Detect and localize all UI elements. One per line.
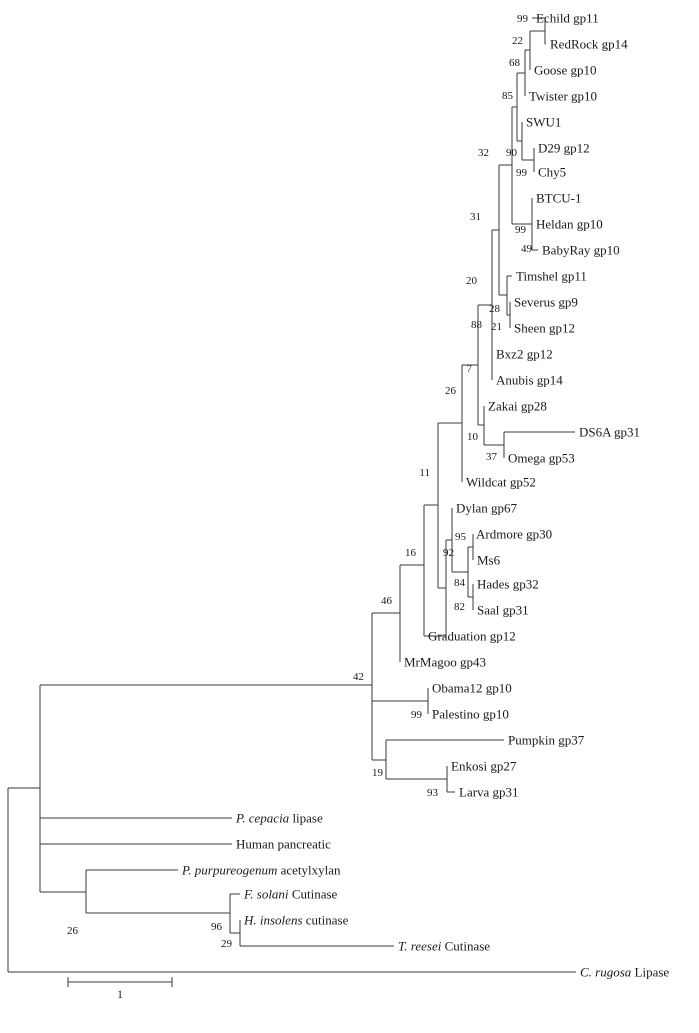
bootstrap-value: 92	[443, 547, 454, 559]
bootstrap-value: 99	[517, 13, 529, 25]
taxon-label-omega: Omega gp53	[508, 451, 575, 466]
taxon-label-swu1: SWU1	[526, 115, 561, 130]
bootstrap-value: 99	[516, 167, 528, 179]
bootstrap-value: 90	[506, 147, 518, 159]
taxon-label-heldan: Heldan gp10	[536, 217, 603, 232]
bootstrap-value: 21	[491, 321, 502, 333]
taxon-label-human: Human pancreatic	[236, 837, 331, 852]
taxon-label-btcu1: BTCU-1	[536, 191, 582, 206]
taxon-label-timshel: Timshel gp11	[516, 269, 587, 284]
bootstrap-value: 11	[419, 467, 430, 479]
bootstrap-value: 26	[67, 925, 79, 937]
taxon-label-hades: Hades gp32	[477, 577, 539, 592]
taxon-label-redrock: RedRock gp14	[550, 37, 628, 52]
taxon-label-treesei: T. reesei Cutinase	[398, 939, 490, 954]
bootstrap-value: 84	[454, 577, 466, 589]
taxon-label-wildcat: Wildcat gp52	[466, 475, 536, 490]
bootstrap-value: 22	[512, 35, 523, 47]
bootstrap-value: 93	[427, 787, 439, 799]
bootstrap-value: 32	[478, 147, 489, 159]
scale-bar: 1	[67, 977, 173, 1001]
taxon-label-bxz2: Bxz2 gp12	[496, 347, 553, 362]
bootstrap-value: 99	[411, 709, 423, 721]
taxon-label-hinsolens: H. insolens cutinase	[243, 913, 349, 928]
taxon-label-dylan: Dylan gp67	[456, 501, 518, 516]
taxon-label-pumpkin: Pumpkin gp37	[508, 733, 585, 748]
bootstrap-value: 95	[455, 531, 467, 543]
taxon-label-goose: Goose gp10	[534, 63, 596, 78]
bootstrap-value: 82	[454, 601, 465, 613]
bootstrap-value: 96	[211, 921, 223, 933]
taxon-label-pcepacia: P. cepacia lipase	[235, 811, 323, 826]
taxon-label-severus: Severus gp9	[514, 295, 578, 310]
tree-branches	[7, 17, 576, 973]
taxon-label-mrmagoo: MrMagoo gp43	[404, 655, 486, 670]
bootstrap-value: 20	[466, 275, 478, 287]
taxon-label-chy5: Chy5	[538, 165, 566, 180]
bootstrap-value: 85	[502, 90, 514, 102]
taxon-label-anubis: Anubis gp14	[496, 373, 563, 388]
taxon-label-obama12: Obama12 gp10	[432, 681, 512, 696]
bootstrap-value: 99	[515, 224, 527, 236]
bootstrap-value: 31	[470, 211, 481, 223]
taxon-label-ardmore: Ardmore gp30	[476, 527, 552, 542]
taxon-label-graduation: Graduation gp12	[428, 629, 516, 644]
bootstrap-value: 46	[381, 595, 393, 607]
bootstrap-value: 28	[489, 303, 501, 315]
taxon-label-ms6: Ms6	[477, 553, 501, 568]
taxon-label-twister: Twister gp10	[529, 89, 597, 104]
taxon-label-fsolani: F. solani Cutinase	[243, 887, 338, 902]
bootstrap-value: 29	[221, 938, 233, 950]
bootstrap-value: 42	[353, 671, 364, 683]
taxon-label-zakai: Zakai gp28	[488, 399, 547, 414]
bootstrap-value: 37	[486, 451, 498, 463]
bootstrap-value: 68	[509, 57, 521, 69]
taxon-label-ds6a: DS6A gp31	[579, 425, 640, 440]
taxon-label-echild: Echild gp11	[536, 11, 599, 26]
taxon-label-saal: Saal gp31	[477, 603, 529, 618]
bootstrap-value: 88	[471, 319, 483, 331]
bootstrap-value: 16	[405, 547, 417, 559]
taxon-label-palestino: Palestino gp10	[432, 707, 509, 722]
bootstrap-value: 10	[467, 431, 479, 443]
taxon-label-enkosi: Enkosi gp27	[451, 759, 517, 774]
taxon-label-larva: Larva gp31	[459, 785, 519, 800]
bootstrap-value: 26	[445, 385, 457, 397]
taxon-label-crugosa: C. rugosa Lipase	[580, 965, 669, 980]
bootstrap-value: 19	[372, 767, 384, 779]
taxon-label-sheen: Sheen gp12	[514, 321, 575, 336]
taxon-label-ppurpureogenum: P. purpureogenum acetylxylan	[181, 863, 341, 878]
taxon-label-d29: D29 gp12	[538, 141, 590, 156]
scale-bar-label: 1	[117, 987, 123, 1001]
bootstrap-value: 49	[521, 243, 533, 255]
bootstrap-value: 7	[467, 363, 473, 375]
taxon-label-babyray: BabyRay gp10	[542, 243, 620, 258]
